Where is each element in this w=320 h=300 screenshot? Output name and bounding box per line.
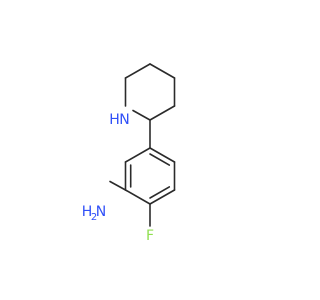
bond xyxy=(149,105,176,121)
double-bond-inner xyxy=(149,153,171,166)
bond xyxy=(124,189,151,205)
double-bond-inner xyxy=(149,186,171,199)
atom-label-nh2-n: N xyxy=(96,204,106,220)
bond xyxy=(124,63,151,79)
bond xyxy=(109,180,127,191)
atom-label-nh2-sub: 2 xyxy=(91,212,97,223)
atom-labels: N H H N 2 F xyxy=(82,112,154,244)
molecule-diagram: N H H N 2 F xyxy=(82,63,176,244)
atom-label-nh-h: H xyxy=(109,112,120,128)
bond xyxy=(149,189,176,205)
atom-label-nh-n: N xyxy=(119,112,129,128)
bond xyxy=(132,109,151,121)
bond xyxy=(124,147,151,163)
atom-label-f: F xyxy=(146,228,154,244)
atom-label-nh2-h: H xyxy=(82,204,93,220)
bond xyxy=(149,63,176,79)
bond xyxy=(149,147,176,163)
bonds xyxy=(109,63,176,227)
